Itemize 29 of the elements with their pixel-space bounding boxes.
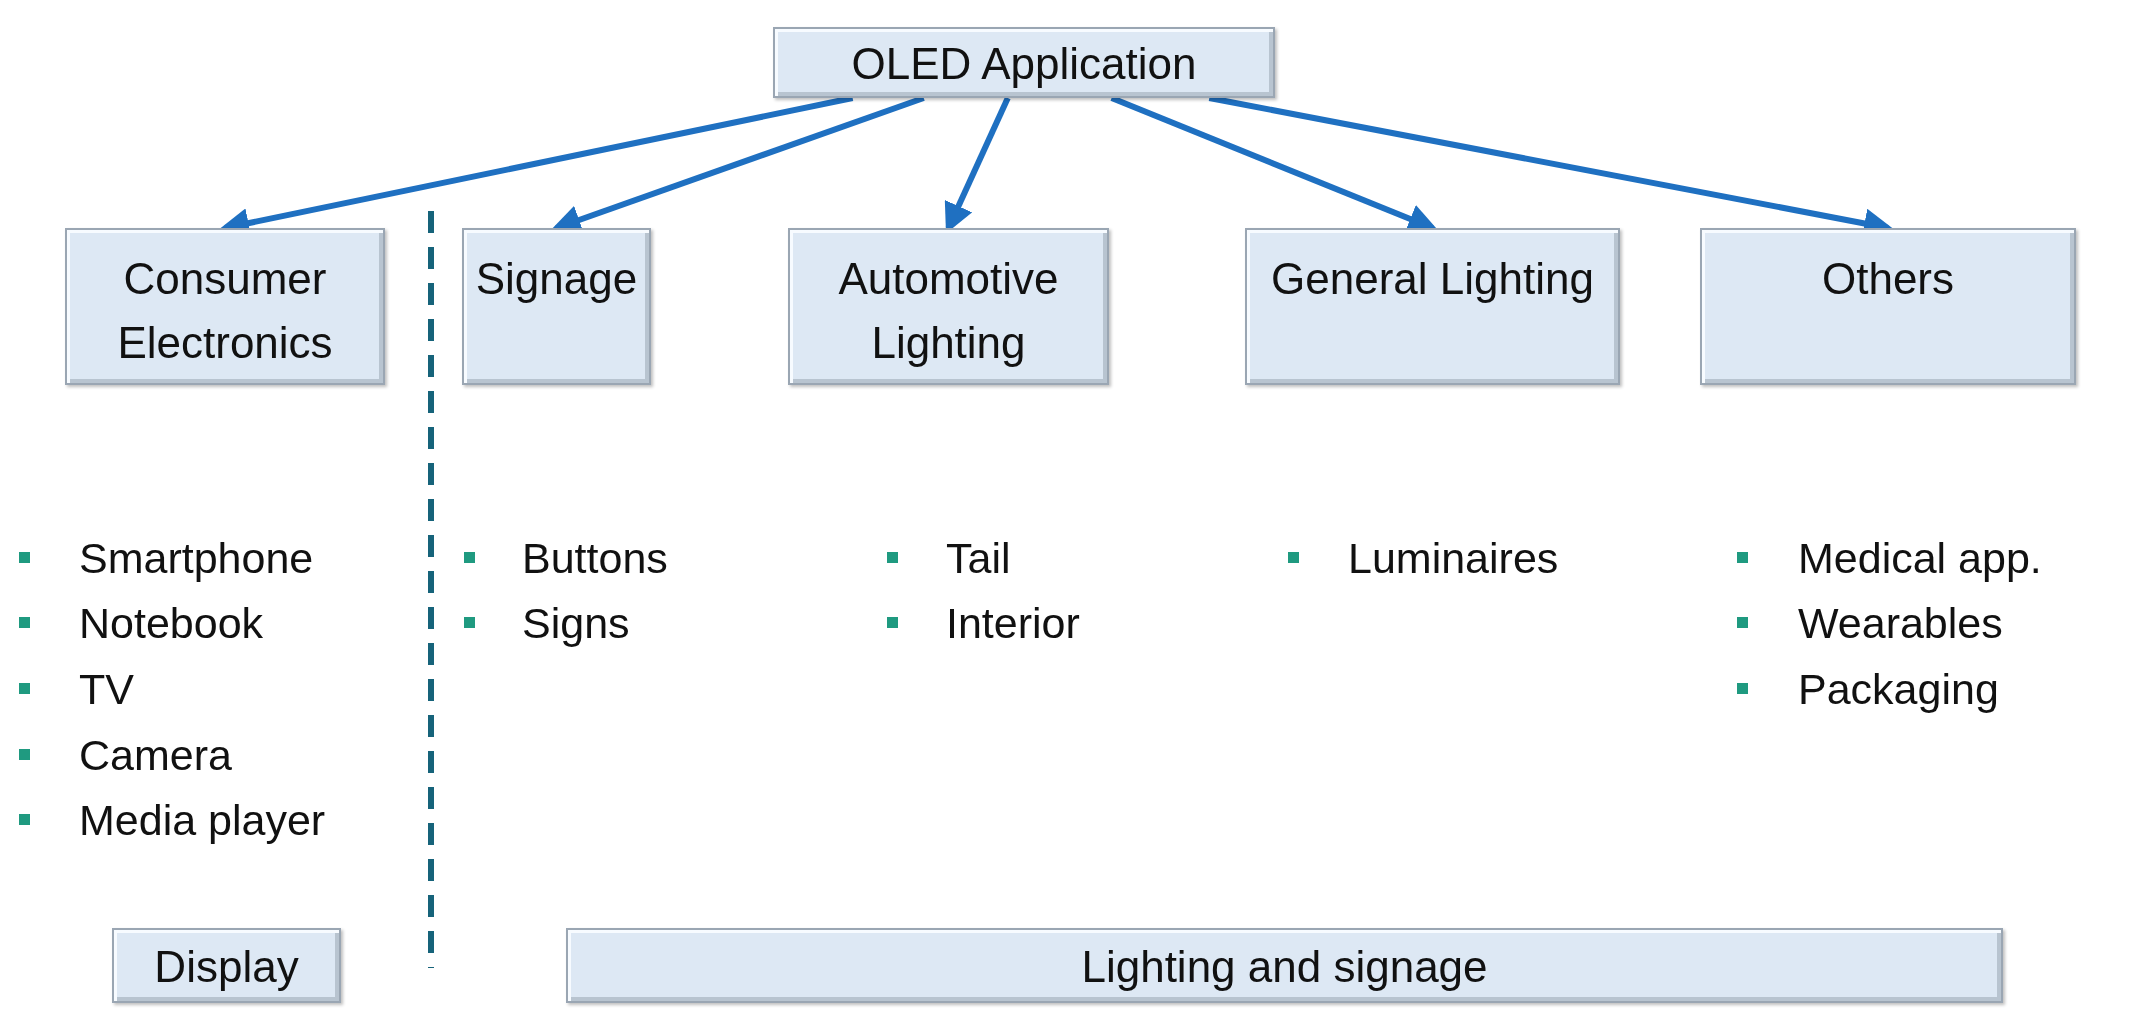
- list-item: Interior: [946, 598, 1080, 649]
- category-box: [788, 228, 1109, 385]
- list-item: Media player: [79, 795, 326, 846]
- list-item: Luminaires: [1348, 533, 1559, 584]
- box-label: Consumer Electronics: [116, 253, 334, 369]
- category-box: [1700, 228, 2076, 385]
- list-item: Wearables: [1798, 598, 2003, 649]
- box-label: Signage: [474, 253, 639, 305]
- list-item: Smartphone: [79, 533, 314, 584]
- category-box: [462, 228, 651, 385]
- list-item: Camera: [79, 730, 232, 781]
- category-box: [566, 928, 2003, 1003]
- box-label: OLED Application: [850, 38, 1198, 90]
- category-box: [65, 228, 385, 385]
- list-item: Tail: [946, 533, 1011, 584]
- box-label: Automotive Lighting: [837, 253, 1060, 369]
- list-item: Medical app.: [1798, 533, 2042, 584]
- list-item: Notebook: [79, 598, 264, 649]
- category-box: [1245, 228, 1620, 385]
- category-box: [112, 928, 341, 1003]
- list-item: Signs: [522, 598, 630, 649]
- list-item: Packaging: [1798, 664, 1999, 715]
- box-label: Display: [153, 941, 300, 993]
- box-label: Lighting and signage: [1080, 941, 1489, 993]
- box-label: Others: [1820, 253, 1955, 305]
- root-box: [773, 27, 1275, 98]
- list-item: Buttons: [522, 533, 668, 584]
- box-label: General Lighting: [1270, 253, 1595, 305]
- list-item: TV: [79, 664, 134, 715]
